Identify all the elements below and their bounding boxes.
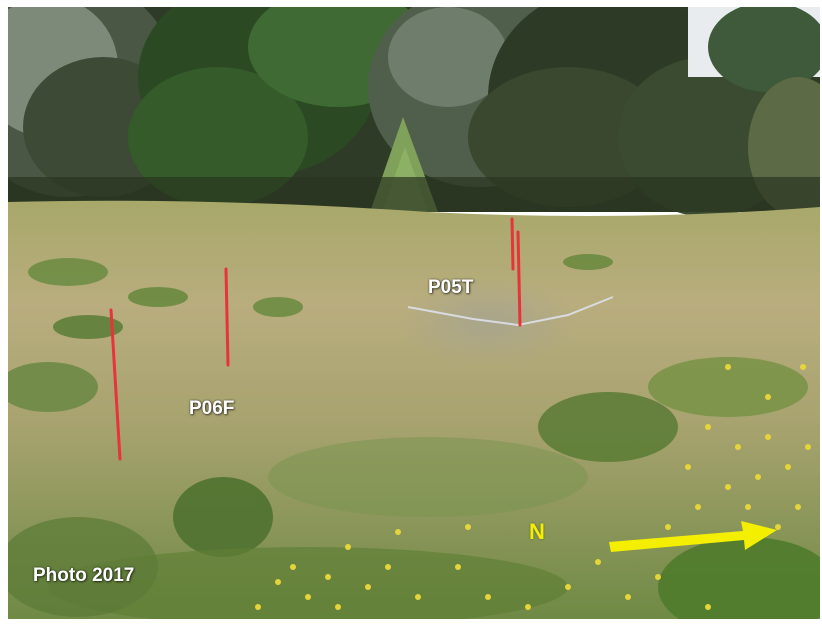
plot-label-p06f: P06F <box>189 398 235 419</box>
vegetation-patches <box>8 254 820 619</box>
arrow-right-icon <box>609 521 777 552</box>
north-label: N <box>529 519 545 544</box>
photo-scene <box>8 7 820 619</box>
plot-stakes <box>109 217 522 461</box>
stake-3 <box>510 217 515 271</box>
yellow-flowers <box>255 364 811 610</box>
plot-label-p05t: P05T <box>428 277 474 298</box>
stake-2 <box>224 267 230 367</box>
stake-1 <box>109 308 122 461</box>
stake-4 <box>516 230 522 327</box>
quadrat-wire <box>407 296 614 327</box>
field-photo <box>8 7 820 619</box>
photo-caption: Photo 2017 <box>33 565 135 586</box>
tree-line <box>8 7 820 217</box>
